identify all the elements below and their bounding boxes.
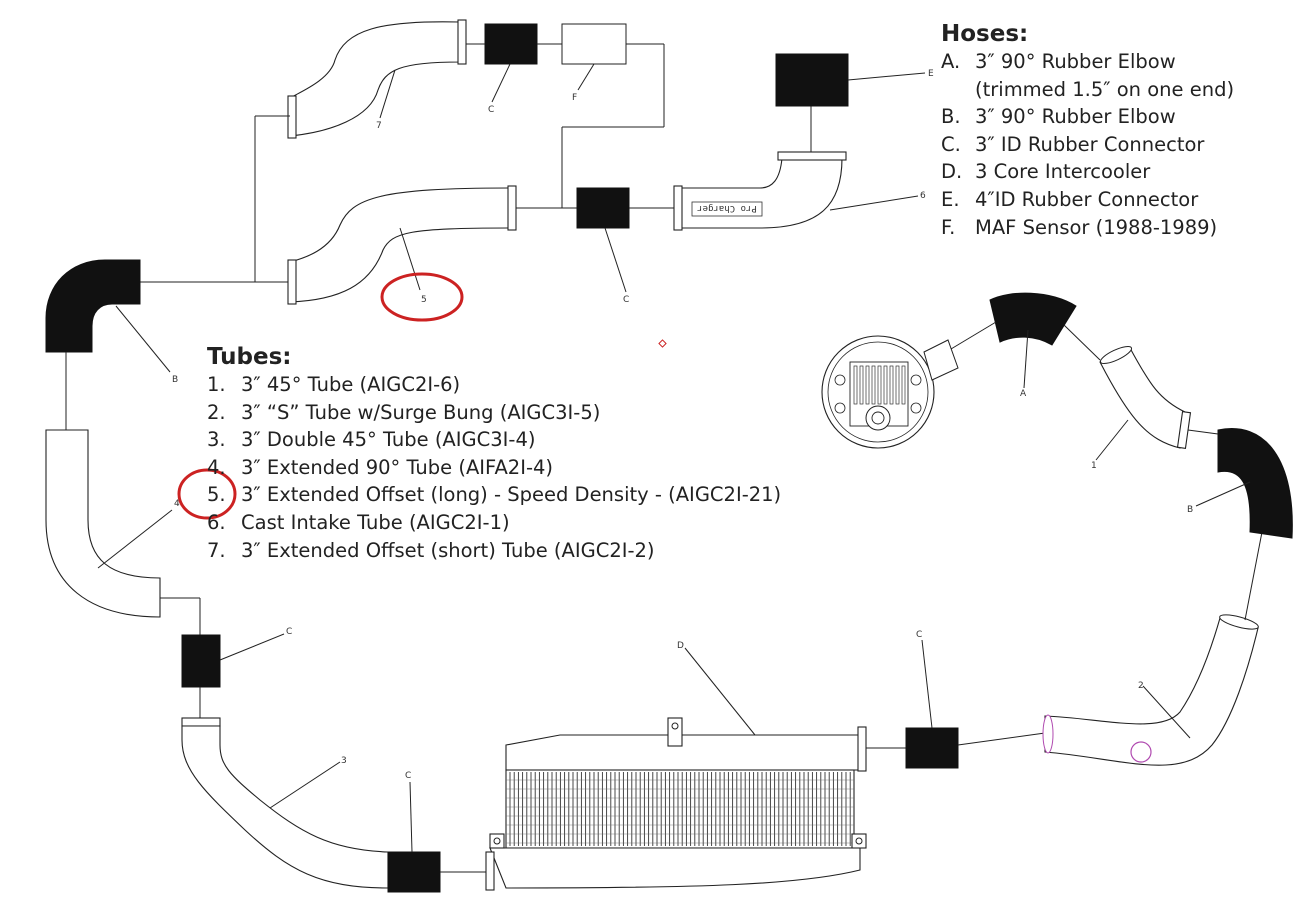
hose-item: D.3 Core Intercooler bbox=[941, 160, 1151, 184]
intercooler-d: D bbox=[485, 641, 906, 891]
cast-tube-text: Pro Charger bbox=[697, 203, 757, 213]
surge-bung bbox=[1130, 741, 1152, 763]
hose-item: F.MAF Sensor (1988-1989) bbox=[941, 215, 1218, 239]
hose-c-left bbox=[181, 634, 221, 688]
hose-item: C.3″ ID Rubber Connector bbox=[941, 132, 1205, 156]
tube-4-extended-90: 4 bbox=[45, 429, 180, 618]
tube-3-double-45: 3 bbox=[181, 717, 389, 889]
hose-item: A.3″ 90° Rubber Elbow bbox=[941, 50, 1176, 73]
tubes-legend: Tubes: 1.3″ 45° Tube (AIGC2I-6) 2.3″ “S”… bbox=[207, 343, 781, 564]
tube-1-45-degree: 1 bbox=[1091, 346, 1219, 471]
maf-sensor-f bbox=[561, 23, 627, 65]
hose-item: .(trimmed 1.5″ on one end) bbox=[975, 77, 1235, 101]
callout-hose-a: A bbox=[1020, 389, 1027, 399]
hoses-title: Hoses: bbox=[941, 21, 1029, 47]
supercharger bbox=[821, 335, 959, 449]
tube-5-long-offset: 5 bbox=[287, 185, 517, 305]
callout-tube-1: 1 bbox=[1091, 461, 1097, 471]
hose-item: B.3″ 90° Rubber Elbow bbox=[941, 105, 1176, 129]
callout-maf-f: F bbox=[572, 93, 577, 103]
callout-tube-5: 5 bbox=[421, 295, 427, 305]
callout-tube-3: 3 bbox=[341, 756, 347, 766]
tube-item: 7.3″ Extended Offset (short) Tube (AIGC2… bbox=[207, 538, 655, 562]
callout-tube-7: 7 bbox=[376, 121, 382, 131]
callout-hose-c-left: C bbox=[286, 627, 292, 637]
hose-item: E.4″ID Rubber Connector bbox=[941, 187, 1199, 211]
highlight-circle-tube-5-diagram bbox=[380, 272, 464, 322]
hose-c-top bbox=[484, 23, 538, 65]
tube-6-cast-intake: Pro Charger 6 bbox=[673, 151, 926, 231]
hose-c-upper bbox=[576, 187, 630, 229]
hose-c-right bbox=[905, 727, 959, 769]
callout-hose-c-bottom: C bbox=[405, 771, 411, 781]
hoses-legend: Hoses: A.3″ 90° Rubber Elbow .(trimmed 1… bbox=[941, 20, 1234, 241]
callout-hose-c-upper: C bbox=[623, 295, 629, 305]
tube-item: 1.3″ 45° Tube (AIGC2I-6) bbox=[207, 373, 461, 396]
tube-item: 2.3″ “S” Tube w/Surge Bung (AIGC3I-5) bbox=[207, 400, 601, 424]
callout-hose-c-right: C bbox=[916, 630, 922, 640]
tube-item: 4.3″ Extended 90° Tube (AIFA2I-4) bbox=[207, 455, 554, 479]
tube-item: 5.3″ Extended Offset (long) - Speed Dens… bbox=[207, 483, 782, 507]
callout-tube-2: 2 bbox=[1138, 681, 1144, 691]
callout-hose-e: E bbox=[928, 69, 934, 79]
hose-b-right bbox=[1217, 428, 1293, 539]
hose-b-left bbox=[45, 259, 141, 353]
tubes-title: Tubes: bbox=[207, 344, 292, 370]
callout-tube-6: 6 bbox=[920, 191, 926, 201]
callout-hose-c-top: C bbox=[488, 105, 494, 115]
tube-2-s-tube: 2 bbox=[1042, 614, 1259, 766]
tube-item: 6.Cast Intake Tube (AIGC2I-1) bbox=[207, 510, 510, 534]
callout-hose-b-right: B bbox=[1187, 505, 1193, 515]
highlight-circle-tube-5-legend bbox=[177, 468, 237, 520]
callout-tube-4: 4 bbox=[174, 499, 180, 509]
red-marker bbox=[658, 339, 667, 348]
hose-e bbox=[775, 53, 849, 107]
callout-intercooler-d: D bbox=[677, 641, 684, 651]
hose-c-bottom bbox=[387, 851, 441, 893]
callout-hose-b-left: B bbox=[172, 375, 178, 385]
tube-item: 3.3″ Double 45° Tube (AIGC3I-4) bbox=[207, 428, 536, 452]
tube-7-short-offset: 7 bbox=[287, 19, 467, 139]
hose-a bbox=[989, 292, 1077, 346]
